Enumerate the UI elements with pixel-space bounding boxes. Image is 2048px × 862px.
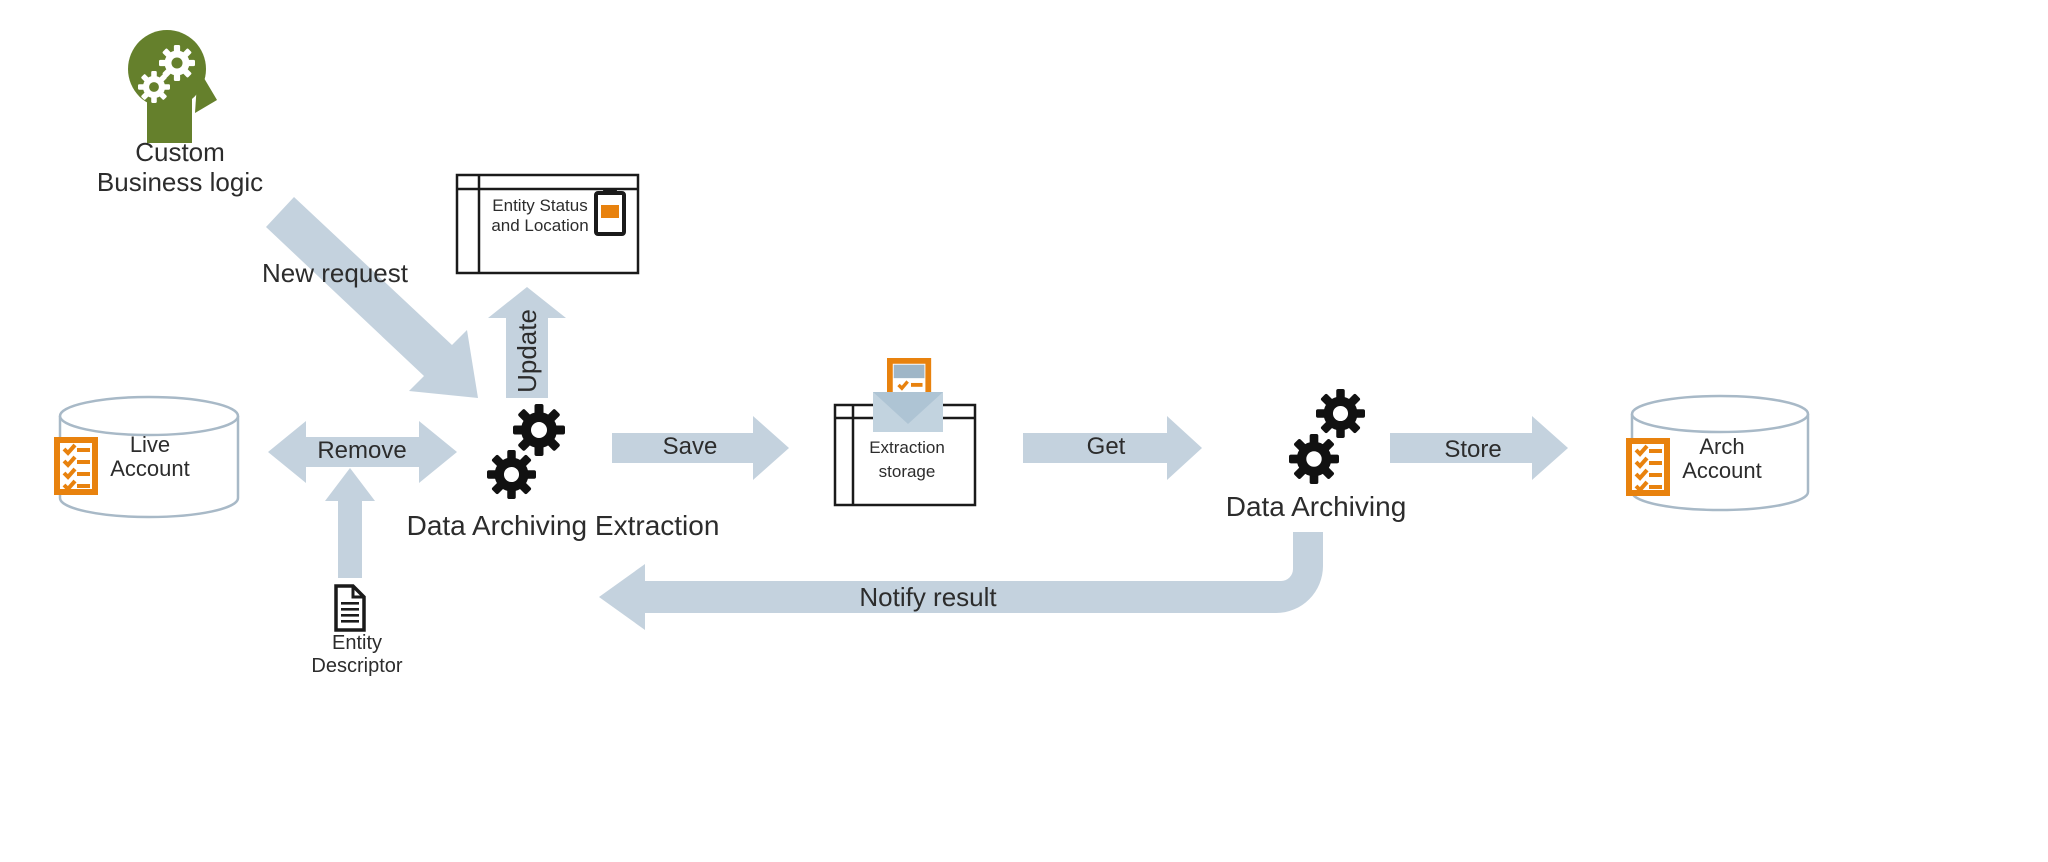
entity-descriptor-arrow — [325, 468, 375, 578]
live-account-label: Live Account — [110, 432, 190, 481]
notify-result-label: Notify result — [859, 582, 997, 613]
data-archiving-extraction-label: Data Archiving Extraction — [406, 509, 720, 541]
new-request-arrow — [266, 197, 478, 398]
notify-result-arrow — [599, 532, 1323, 630]
envelope-document-icon — [873, 358, 943, 432]
entity-descriptor-label: Entity Descriptor — [311, 632, 403, 677]
custom-business-logic-label: Custom Business logic — [96, 137, 264, 197]
update-label: Update — [512, 309, 543, 393]
arrow-layer — [266, 197, 1568, 630]
store-arrow — [1390, 416, 1568, 480]
save-label: Save — [662, 433, 718, 461]
clipboard-icon — [594, 188, 626, 236]
arch-account-label: Arch Account — [1682, 434, 1762, 483]
remove-arrow — [268, 421, 457, 483]
live-account-cylinder — [58, 395, 240, 519]
update-arrow — [488, 287, 566, 398]
store-label: Store — [1444, 436, 1502, 464]
data-archiving-extraction-gears-icon — [487, 404, 565, 499]
save-arrow — [612, 416, 789, 480]
get-arrow — [1023, 416, 1202, 480]
arch-account-checklist-icon — [1629, 441, 1667, 493]
get-label: Get — [1086, 433, 1126, 461]
entity-status-label: Entity Status and Location — [491, 196, 589, 235]
head-with-gears-icon — [128, 30, 217, 143]
live-account-checklist-icon — [57, 440, 95, 492]
extraction-storage-label: Extraction storage — [869, 438, 945, 481]
new-request-label: New request — [262, 258, 408, 289]
data-archiving-gears-icon — [1289, 389, 1365, 484]
document-icon — [334, 584, 366, 632]
data-archiving-label: Data Archiving — [1225, 490, 1407, 522]
remove-label: Remove — [317, 437, 407, 465]
arch-account-cylinder — [1630, 394, 1810, 512]
